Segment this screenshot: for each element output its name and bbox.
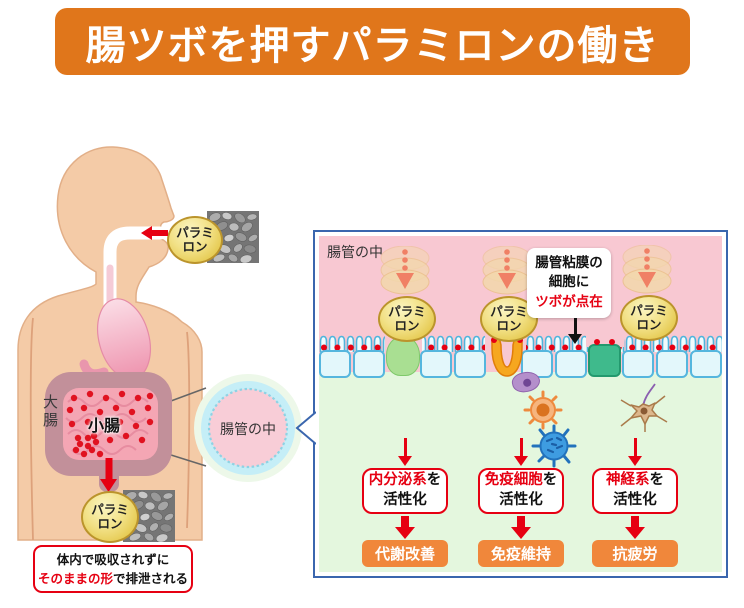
result-arrow-icon	[625, 516, 645, 539]
epithelial-cell	[622, 350, 655, 378]
note-line1: 体内で吸収されずに	[56, 551, 170, 567]
body-silhouette-illustration	[17, 146, 302, 541]
epithelial-cell	[420, 350, 453, 378]
ingestion-arrow-icon	[141, 226, 168, 240]
small-intestine-icon	[63, 388, 158, 460]
callout-line1: 腸管粘膜の	[535, 254, 603, 271]
callout-arrow-icon	[568, 318, 583, 344]
small-intestine-label: 小腸	[88, 416, 121, 435]
epithelial-cell	[555, 350, 588, 378]
endocrine-cell-icon	[386, 336, 420, 376]
paramylon-granule: パラミロン	[620, 295, 678, 341]
neuron-icon	[615, 382, 671, 434]
magnifier-circle	[194, 374, 302, 482]
result-arrow-icon	[511, 516, 531, 539]
activation-box-endocrine: 内分泌系を 活性化	[362, 468, 448, 514]
note-line2: そのままの形で排泄される	[37, 571, 189, 586]
paramylon-granule-mouth: パラミ ロン	[167, 216, 223, 264]
title-banner: 腸ツボを押すパラミロンの働き	[55, 8, 690, 75]
effect-arrow-icon	[398, 438, 412, 466]
epithelial-cell	[352, 350, 385, 378]
tsubo-dot	[594, 339, 600, 345]
result-arrow-icon	[395, 516, 415, 539]
m-cell-icon	[588, 344, 621, 377]
epithelial-cell	[689, 350, 722, 378]
magnifier-label: 腸管の中	[220, 422, 276, 438]
colon-label: 大腸	[41, 394, 59, 430]
lumen-zone-label: 腸管の中	[327, 245, 383, 261]
epithelial-cell	[319, 350, 351, 378]
panel-pointer-notch	[295, 411, 316, 445]
tsubo-dot	[609, 339, 615, 345]
activation-box-immune: 免疫細胞を 活性化	[478, 468, 564, 514]
intestinal-lumen-panel: 腸管の中	[313, 230, 728, 578]
paramylon-label-line1: パラミ	[91, 502, 129, 517]
result-badge-immunity: 免疫維持	[478, 540, 564, 567]
activation-box-nerve: 神経系を 活性化	[592, 468, 678, 514]
down-arrow-icon	[100, 458, 117, 492]
esophagus	[103, 226, 167, 312]
epithelial-cell-row	[319, 350, 722, 378]
callout-line2: 細胞に	[548, 274, 590, 291]
effect-arrow-icon	[628, 438, 642, 466]
page-title: 腸ツボを押すパラミロンの働き	[85, 21, 660, 69]
excretion-note: 体内で吸収されずに そのままの形で排泄される	[33, 545, 193, 593]
callout-line3: ツボが点在	[535, 293, 603, 310]
paramylon-label-line2: ロン	[97, 516, 123, 531]
paramylon-granule-excreted: パラミ ロン	[81, 491, 139, 543]
paramylon-label-line2: ロン	[182, 239, 208, 254]
result-badge-metabolism: 代謝改善	[362, 540, 448, 567]
result-badge-antifatigue: 抗疲労	[592, 540, 678, 567]
effect-arrow-icon	[514, 438, 528, 466]
mucosa-callout-box: 腸管粘膜の 細胞に ツボが点在	[527, 248, 611, 318]
right-arm-crease	[186, 331, 191, 529]
immune-cell-icon	[531, 424, 577, 468]
paramylon-granule: パラミロン	[378, 296, 436, 342]
epithelial-cell	[453, 350, 486, 378]
paramylon-label-line1: パラミ	[176, 225, 214, 240]
epithelial-cell	[656, 350, 689, 378]
left-arm-crease	[29, 317, 34, 541]
paramylon-granules-in-intestine	[66, 390, 154, 458]
